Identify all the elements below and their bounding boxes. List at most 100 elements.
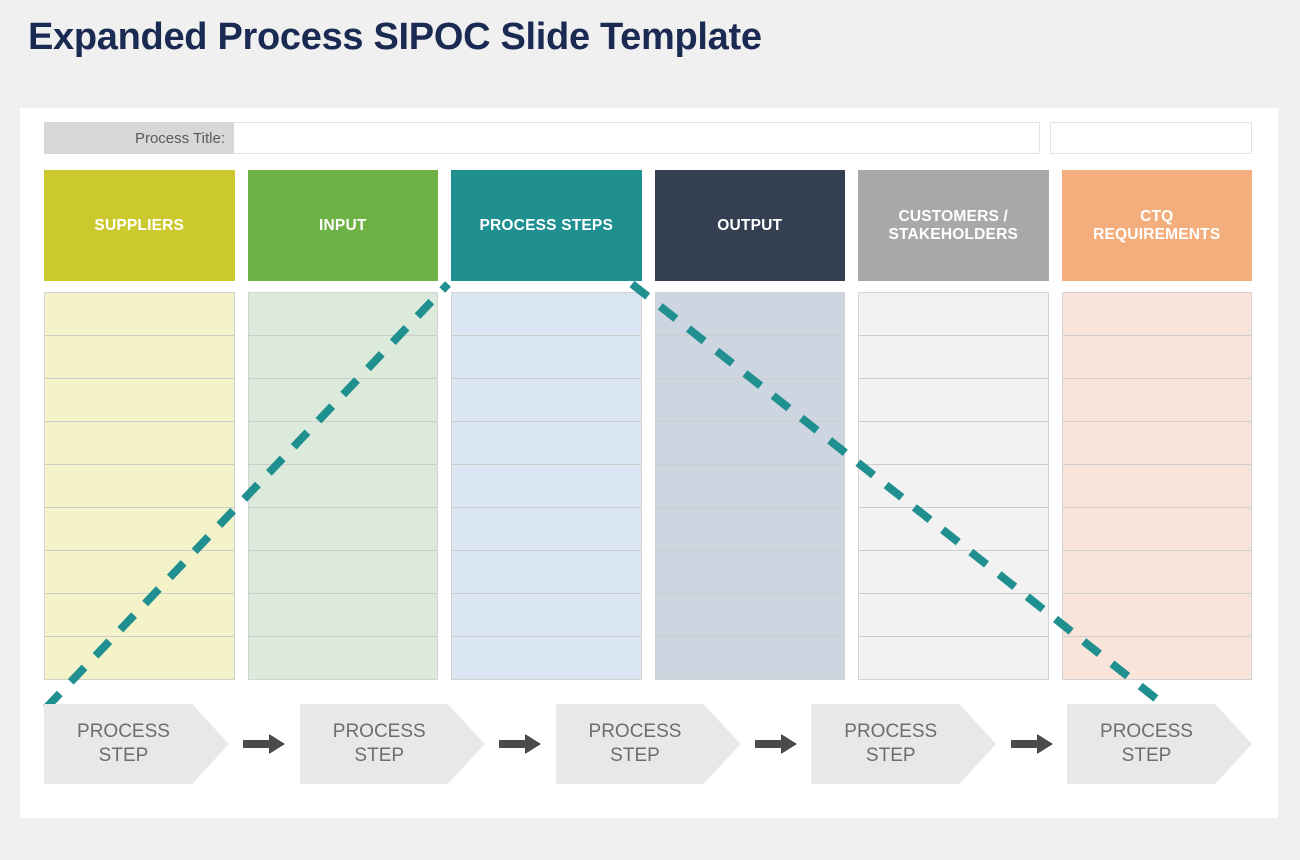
- table-cell[interactable]: [655, 293, 844, 336]
- table-cell[interactable]: [248, 336, 437, 379]
- column-header-suppliers: SUPPLIERS: [44, 170, 235, 281]
- process-title-label: Process Title:: [44, 122, 234, 154]
- table-cell[interactable]: [45, 379, 234, 422]
- table-cell[interactable]: [1062, 594, 1251, 637]
- table-cell[interactable]: [248, 508, 437, 551]
- process-steps-flow: PROCESS STEP PROCESS STEP PROCESS STEP: [44, 700, 1252, 788]
- table-cell[interactable]: [859, 293, 1048, 336]
- table-cell[interactable]: [45, 551, 234, 594]
- column-header-customers-line-1: CUSTOMERS /: [898, 207, 1009, 225]
- table-cell[interactable]: [248, 422, 437, 465]
- column-body-suppliers: [44, 292, 235, 680]
- table-cell[interactable]: [452, 336, 641, 379]
- process-title-row: Process Title:: [44, 122, 1252, 154]
- table-cell[interactable]: [45, 508, 234, 551]
- sipoc-column-input: INPUT: [247, 170, 438, 680]
- process-step-label-line-1: PROCESS: [844, 721, 938, 743]
- sipoc-column-output: OUTPUT: [654, 170, 845, 680]
- process-step-1[interactable]: PROCESS STEP: [44, 704, 229, 784]
- table-cell[interactable]: [1063, 637, 1252, 679]
- table-cell[interactable]: [452, 465, 641, 508]
- column-header-ctq-requirements: CTQ REQUIREMENTS: [1061, 170, 1252, 281]
- sipoc-column-suppliers: SUPPLIERS: [44, 170, 235, 680]
- table-cell[interactable]: [248, 551, 437, 594]
- table-cell[interactable]: [249, 637, 438, 679]
- table-cell[interactable]: [452, 637, 641, 679]
- process-step-5[interactable]: PROCESS STEP: [1067, 704, 1252, 784]
- flow-arrow-1: [229, 734, 300, 754]
- table-cell[interactable]: [655, 379, 844, 422]
- process-step-3[interactable]: PROCESS STEP: [555, 704, 741, 784]
- column-body-output: [654, 292, 845, 680]
- table-cell[interactable]: [859, 336, 1048, 379]
- table-cell[interactable]: [655, 594, 844, 637]
- table-cell[interactable]: [859, 637, 1048, 679]
- flow-arrow-3: [741, 734, 812, 754]
- page-title: Expanded Process SIPOC Slide Template: [28, 16, 762, 58]
- table-cell[interactable]: [1062, 293, 1251, 336]
- process-step-label-line-2: STEP: [865, 745, 916, 766]
- column-header-customers-stakeholders: CUSTOMERS / STAKEHOLDERS: [858, 170, 1049, 281]
- table-cell[interactable]: [1062, 336, 1251, 379]
- column-header-customers-line-2: STAKEHOLDERS: [888, 225, 1019, 243]
- table-cell[interactable]: [452, 551, 641, 594]
- table-cell[interactable]: [655, 465, 844, 508]
- process-title-secondary-input[interactable]: [1050, 122, 1252, 154]
- table-cell[interactable]: [655, 336, 844, 379]
- table-cell[interactable]: [1062, 551, 1251, 594]
- table-cell[interactable]: [452, 422, 641, 465]
- column-body-ctq-requirements: [1061, 292, 1252, 680]
- process-title-input[interactable]: [234, 122, 1040, 154]
- table-cell[interactable]: [655, 508, 844, 551]
- column-header-input-line-1: INPUT: [319, 216, 367, 234]
- table-cell[interactable]: [45, 637, 234, 679]
- sipoc-column-customers-stakeholders: CUSTOMERS / STAKEHOLDERS: [858, 170, 1049, 680]
- process-step-label-line-1: PROCESS: [77, 721, 170, 743]
- table-cell[interactable]: [45, 465, 234, 508]
- column-header-output: OUTPUT: [654, 170, 845, 281]
- table-cell[interactable]: [655, 551, 844, 594]
- process-step-label-line-1: PROCESS: [1100, 721, 1193, 743]
- sipoc-columns: SUPPLIERS INPUT: [44, 170, 1252, 680]
- table-cell[interactable]: [859, 465, 1048, 508]
- table-cell[interactable]: [859, 508, 1048, 551]
- process-step-2[interactable]: PROCESS STEP: [299, 704, 485, 784]
- column-body-process-steps: [451, 292, 642, 680]
- column-header-suppliers-line-1: SUPPLIERS: [94, 216, 185, 234]
- process-step-label-line-2: STEP: [1121, 745, 1172, 766]
- table-cell[interactable]: [452, 293, 641, 336]
- column-header-process-steps-line-1: PROCESS STEPS: [479, 216, 614, 234]
- column-header-input: INPUT: [247, 170, 438, 281]
- table-cell[interactable]: [45, 293, 234, 336]
- arrow-right-icon: [754, 734, 797, 754]
- table-cell[interactable]: [1062, 379, 1251, 422]
- sipoc-column-process-steps: PROCESS STEPS: [451, 170, 642, 680]
- table-cell[interactable]: [452, 379, 641, 422]
- sipoc-column-ctq-requirements: CTQ REQUIREMENTS: [1061, 170, 1252, 680]
- table-cell[interactable]: [452, 508, 641, 551]
- table-cell[interactable]: [248, 594, 437, 637]
- table-cell[interactable]: [859, 422, 1048, 465]
- arrow-right-icon: [499, 734, 542, 754]
- table-cell[interactable]: [248, 293, 437, 336]
- arrow-right-icon: [1010, 734, 1053, 754]
- table-cell[interactable]: [859, 594, 1048, 637]
- table-cell[interactable]: [248, 379, 437, 422]
- table-cell[interactable]: [45, 336, 234, 379]
- table-cell[interactable]: [1062, 465, 1251, 508]
- table-cell[interactable]: [1062, 422, 1251, 465]
- process-step-4[interactable]: PROCESS STEP: [811, 704, 997, 784]
- process-step-label-line-2: STEP: [354, 745, 405, 766]
- table-cell[interactable]: [655, 422, 844, 465]
- table-cell[interactable]: [45, 422, 234, 465]
- table-cell[interactable]: [859, 551, 1048, 594]
- table-cell[interactable]: [656, 637, 845, 679]
- table-cell[interactable]: [1062, 508, 1251, 551]
- process-step-label-line-1: PROCESS: [588, 721, 682, 743]
- column-header-ctq-line-2: REQUIREMENTS: [1093, 225, 1221, 243]
- table-cell[interactable]: [45, 594, 234, 637]
- table-cell[interactable]: [248, 465, 437, 508]
- table-cell[interactable]: [452, 594, 641, 637]
- column-header-output-line-1: OUTPUT: [717, 216, 783, 234]
- table-cell[interactable]: [859, 379, 1048, 422]
